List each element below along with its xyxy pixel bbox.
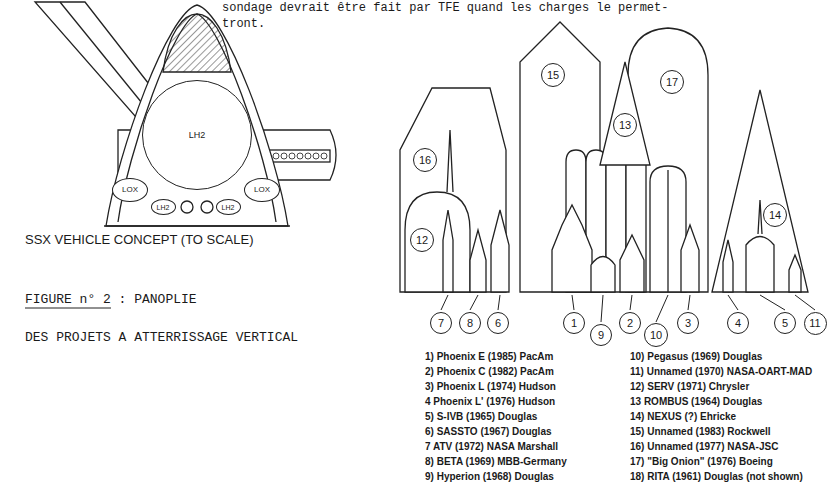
vehicle-13 xyxy=(600,62,650,165)
callout-number: 14 xyxy=(763,203,787,227)
node-text: 7 xyxy=(438,318,444,329)
legend-entry: 11) Unnamed (1970) NASA-OART-MAD xyxy=(630,365,812,378)
callout-number: 2 xyxy=(619,312,641,334)
vehicle-5 xyxy=(746,237,774,293)
vehicle-silhouettes xyxy=(400,22,808,292)
node-text: 6 xyxy=(495,318,501,329)
vehicle-16 xyxy=(400,88,506,292)
vehicle-2 xyxy=(620,235,644,292)
ssx-vehicle xyxy=(35,2,336,226)
callout-number: 8 xyxy=(459,312,481,334)
caption-block: FIGURE n° 2 : PANOPLIE DES PROJETS A ATT… xyxy=(25,281,325,357)
legend-entry: 14) NEXUS (?) Ehricke xyxy=(630,410,736,423)
callout-number: 1 xyxy=(563,312,585,334)
legend-entry: 15) Unnamed (1983) Rockwell xyxy=(630,425,771,438)
vehicle-14 xyxy=(712,90,808,292)
legend-entry: 16) Unnamed (1977) NASA-JSC xyxy=(630,440,778,453)
node-text: 17 xyxy=(666,77,678,88)
legend-entry: 6) SASSTO (1967) Douglas xyxy=(425,425,552,438)
fin-line xyxy=(60,2,146,108)
tank-oval: LOX xyxy=(112,178,148,202)
legend-entry: 12) SERV (1971) Chrysler xyxy=(630,380,749,393)
small-tank xyxy=(181,201,193,213)
spike xyxy=(447,130,453,192)
windows xyxy=(265,153,327,159)
callout-number: 10 xyxy=(644,323,668,347)
vehicle-11 xyxy=(789,255,801,292)
node-text: 13 xyxy=(619,120,631,131)
vehicle-12 xyxy=(405,192,470,292)
callout-number: 9 xyxy=(590,324,612,346)
node-text: 12 xyxy=(416,235,428,246)
vehicle-1 xyxy=(552,205,592,292)
node-text: 10 xyxy=(650,330,662,341)
hatched-dome xyxy=(163,14,231,72)
node-text: 9 xyxy=(598,330,604,341)
tank-seam xyxy=(667,170,668,292)
legend-entry: 9) Hyperion (1968) Douglas xyxy=(425,470,554,483)
callout-number: 4 xyxy=(727,312,749,334)
legend-entry: 2) Phoenix C (1982) PacAm xyxy=(425,365,554,378)
node-text: 14 xyxy=(769,210,781,221)
base-line xyxy=(104,225,290,226)
node-text: LH2 xyxy=(157,204,170,211)
vehicle-4 xyxy=(723,240,733,292)
vehicle-6 xyxy=(491,210,509,292)
tank-oval: LH2 xyxy=(151,199,176,215)
node-text: 1 xyxy=(571,318,577,329)
callout-number: 13 xyxy=(613,113,637,137)
vehicle-3 xyxy=(681,225,699,292)
tank-oval: LH2 xyxy=(216,199,241,215)
legend-entry: 4 Phoenix L' (1976) Hudson xyxy=(425,395,555,408)
figure-subcaption: SSX VEHICLE CONCEPT (TO SCALE) xyxy=(25,232,254,248)
node-text: 2 xyxy=(627,318,633,329)
callout-number: 7 xyxy=(430,312,452,334)
legend-entry: 1) Phoenix E (1985) PacAm xyxy=(425,350,553,363)
node-text: 11 xyxy=(809,318,820,329)
legend-entry: 10) Pegasus (1969) Douglas xyxy=(630,350,762,363)
tank-oval: LOX xyxy=(244,178,280,202)
node-text: 15 xyxy=(547,70,559,81)
node-text: LH2 xyxy=(189,131,206,140)
callout-number: 16 xyxy=(413,148,437,172)
callout-number: 6 xyxy=(487,312,509,334)
node-text: 4 xyxy=(735,318,741,329)
callout-number: 3 xyxy=(677,312,699,334)
legend-entry: 7 ATV (1972) NASA Marshall xyxy=(425,440,558,453)
callout-number: 11 xyxy=(804,312,827,335)
callout-number: 15 xyxy=(541,63,565,87)
legend-entry: 3) Phoenix L (1974) Hudson xyxy=(425,380,556,393)
body-text: sondage devrait être fait par TFE quand … xyxy=(222,0,674,32)
node-text: 5 xyxy=(782,318,788,329)
callout-number: 12 xyxy=(410,228,434,252)
node-text: 16 xyxy=(419,155,431,166)
callout-number: 5 xyxy=(774,312,796,334)
vehicle-9 xyxy=(591,257,615,293)
legend-entry: 17) "Big Onion" (1976) Boeing xyxy=(630,455,773,468)
node-text: 3 xyxy=(685,318,691,329)
figure-caption: FIGURE n° 2 : PANOPLIE DES PROJETS A ATT… xyxy=(25,292,298,345)
caption-spacer xyxy=(210,281,325,319)
callout-number: 17 xyxy=(660,70,684,94)
tail-fin xyxy=(35,2,152,124)
spike xyxy=(758,200,762,234)
vehicle-8 xyxy=(470,230,486,292)
tank-circle: LH2 xyxy=(142,80,252,190)
legend-entry: 13 ROMBUS (1964) Douglas xyxy=(630,395,762,408)
small-tank xyxy=(201,201,213,213)
node-text: LOX xyxy=(254,186,270,194)
vehicle-7 xyxy=(443,210,453,292)
bell-outline xyxy=(106,5,288,226)
underline xyxy=(25,308,111,309)
node-text: LH2 xyxy=(222,204,235,211)
legend-entry: 8) BETA (1969) MBB-Germany xyxy=(425,455,567,468)
node-text: 8 xyxy=(467,318,473,329)
node-text: LOX xyxy=(122,186,138,194)
legend-entry: 18) RITA (1961) Douglas (not shown) xyxy=(630,470,803,483)
legend-entry: 5) S-IVB (1965) Douglas xyxy=(425,410,537,423)
